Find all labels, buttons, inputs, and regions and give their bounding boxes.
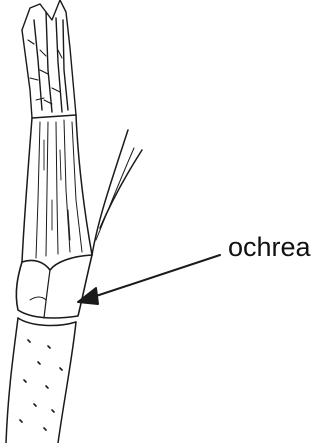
leaf-blade bbox=[92, 130, 142, 255]
ochrea-label: ochrea bbox=[228, 234, 311, 261]
lower-stem bbox=[6, 318, 76, 443]
ochrea-collar bbox=[16, 255, 92, 318]
upper-stem-fibers bbox=[22, 0, 76, 118]
leaf-sheath bbox=[22, 115, 92, 262]
label-arrow bbox=[78, 255, 220, 304]
